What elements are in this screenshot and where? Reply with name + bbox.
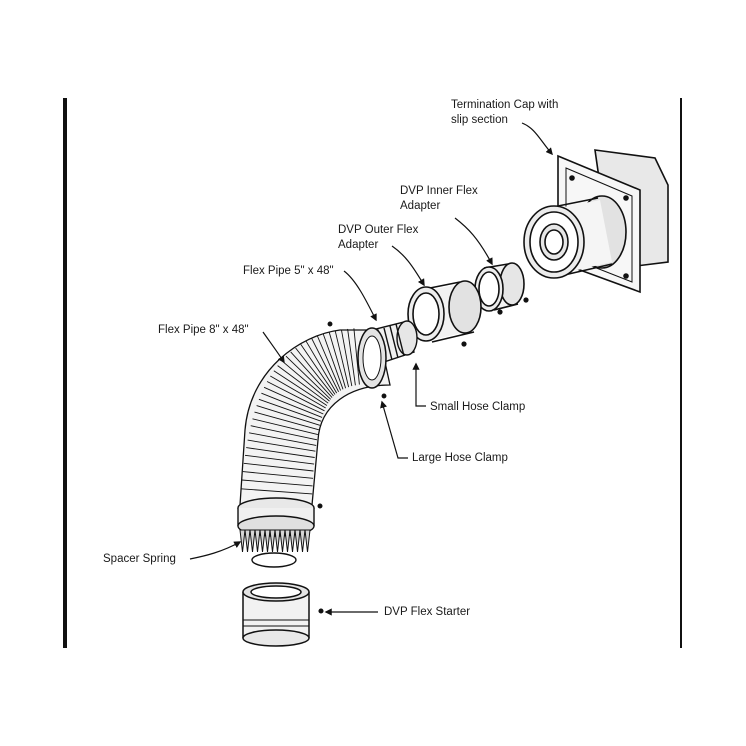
corrugation-ring xyxy=(247,439,316,452)
corrugation-ring xyxy=(295,347,334,397)
leader-spacer-spring xyxy=(189,541,242,560)
spring-tooth xyxy=(249,529,256,553)
spring-tooth xyxy=(289,529,296,553)
leader-flex-pipe-8 xyxy=(262,331,285,364)
corrugation-ring xyxy=(243,462,314,472)
label-dvp-outer-flex-adapter: DVP Outer Flex Adapter xyxy=(338,223,418,253)
label-large-hose-clamp: Large Hose Clamp xyxy=(412,452,508,464)
corrugation-ring xyxy=(290,351,333,398)
corrugation-ring xyxy=(246,447,315,458)
corrugation-ring xyxy=(316,335,342,391)
corrugation-ring xyxy=(242,471,314,479)
spring-tooth xyxy=(244,529,251,553)
leader-large-clamp xyxy=(380,400,408,459)
corrugation-ring xyxy=(334,330,350,388)
corrugation-ring xyxy=(249,432,317,446)
corrugation-ring xyxy=(250,425,318,441)
flex-pipe-8-inch xyxy=(239,321,391,506)
corrugation-ring xyxy=(281,360,330,402)
corrugation-ring xyxy=(328,332,347,389)
corrugation-ring xyxy=(277,365,329,404)
corrugation-ring xyxy=(252,418,319,436)
spring-tooth xyxy=(304,529,311,553)
corrugation-ring xyxy=(285,355,332,400)
label-flex-pipe-8: Flex Pipe 8" x 48" xyxy=(158,324,249,336)
corrugation-ring xyxy=(263,386,324,415)
spring-tooth xyxy=(269,529,276,553)
corrugation-ring xyxy=(254,411,320,431)
corrugation-ring xyxy=(340,329,353,387)
label-dvp-flex-starter: DVP Flex Starter xyxy=(384,606,471,618)
dvp-flex-starter xyxy=(242,582,324,647)
spring-tooth xyxy=(274,529,281,553)
corrugation-ring xyxy=(241,479,313,487)
corrugation-ring xyxy=(311,338,340,393)
termination-cap xyxy=(523,149,669,294)
spring-tooth xyxy=(239,529,246,553)
corrugation-ring xyxy=(266,381,325,412)
corrugation-ring xyxy=(270,375,326,409)
label-dvp-inner-line1: DVP Inner Flex xyxy=(400,185,478,197)
corrugation-ring xyxy=(273,370,328,406)
corrugation-ring xyxy=(347,328,356,386)
leader-dvp-outer xyxy=(391,245,425,287)
label-termination-cap: Termination Cap with slip section xyxy=(451,98,558,128)
spring-tooth xyxy=(299,529,306,553)
dvp-outer-flex-adapter xyxy=(407,280,482,347)
spring-tooth xyxy=(259,529,266,553)
spacer-spring-assembly xyxy=(237,497,323,568)
spring-tooth xyxy=(264,529,271,553)
corrugation-ring xyxy=(256,405,321,426)
corrugation-ring xyxy=(300,344,336,395)
corrugation-ring xyxy=(353,328,360,385)
label-dvp-outer-line2: Adapter xyxy=(338,239,379,251)
spring-tooth xyxy=(294,529,301,553)
leader-small-clamp xyxy=(412,362,426,407)
right-frame-line xyxy=(680,98,682,648)
label-termination-cap-line2: slip section xyxy=(451,114,508,126)
corrugation-ring xyxy=(305,340,338,394)
spring-tooth xyxy=(284,529,291,553)
label-flex-pipe-5: Flex Pipe 5" x 48" xyxy=(243,265,334,277)
left-frame-line xyxy=(63,98,67,648)
flex-pipe-5-inch xyxy=(371,320,418,363)
corrugation-ring xyxy=(258,398,322,422)
spring-tooth xyxy=(254,529,261,553)
corrugation-ring xyxy=(244,454,315,465)
label-small-hose-clamp: Small Hose Clamp xyxy=(430,401,526,413)
label-spacer-spring: Spacer Spring xyxy=(103,553,176,565)
label-termination-cap-line1: Termination Cap with xyxy=(451,99,559,111)
leader-termination-cap xyxy=(521,122,553,156)
label-dvp-inner-flex-adapter: DVP Inner Flex Adapter xyxy=(400,184,478,214)
label-dvp-outer-line1: DVP Outer Flex xyxy=(338,224,419,236)
leader-flex-pipe-5 xyxy=(343,270,377,322)
leader-lines xyxy=(189,122,553,616)
leader-dvp-inner xyxy=(454,217,493,266)
corrugation-ring xyxy=(261,392,323,418)
spring-tooth xyxy=(279,529,286,553)
corrugation-ring xyxy=(240,488,313,495)
dvp-inner-flex-adapter xyxy=(474,262,529,315)
label-dvp-inner-line2: Adapter xyxy=(400,200,441,212)
corrugation-ring xyxy=(322,333,344,390)
